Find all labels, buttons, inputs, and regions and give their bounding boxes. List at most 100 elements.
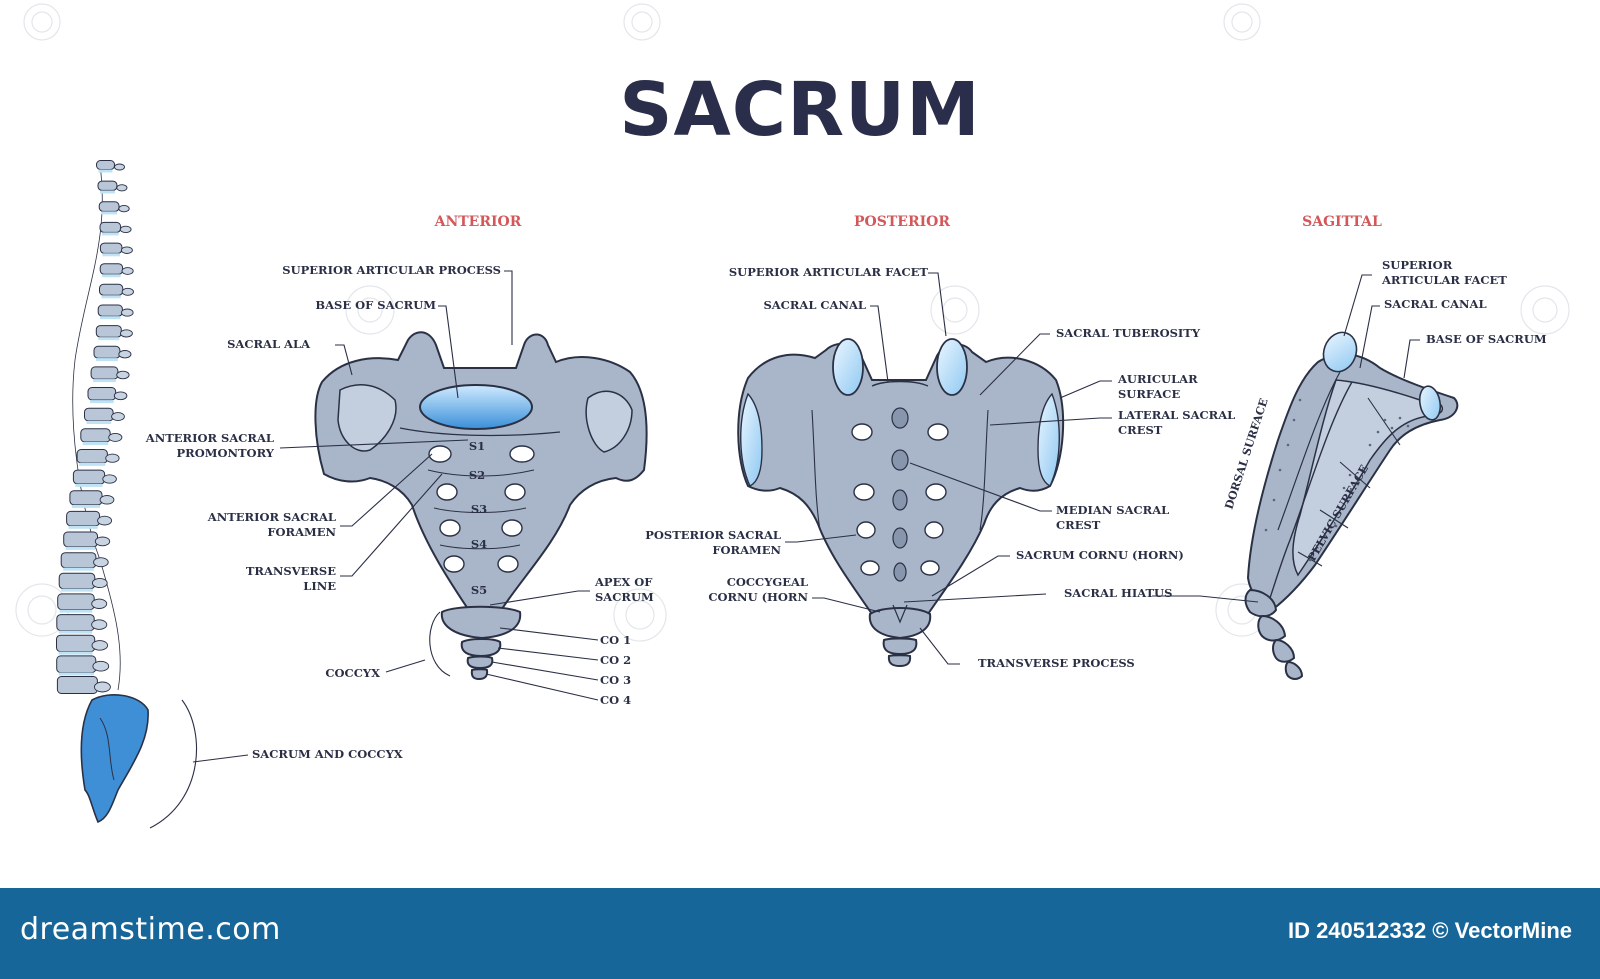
spinous-process <box>91 619 108 630</box>
intervertebral-disc <box>82 442 109 445</box>
intervertebral-disc <box>90 400 114 404</box>
intervertebral-disc <box>58 651 93 655</box>
intervertebral-disc <box>63 567 94 571</box>
sagittal-view: SUPERIOR ARTICULAR FACET SACRAL CANAL BA… <box>1152 258 1547 680</box>
intervertebral-disc <box>102 274 121 278</box>
sacrum-highlight <box>80 694 149 824</box>
vertebra <box>56 634 96 653</box>
view-label-anterior: ANTERIOR <box>434 214 522 230</box>
intervertebral-disc <box>102 232 119 236</box>
vertebra <box>72 469 106 485</box>
label-anterior-sacral-promontory-2: PROMONTORY <box>177 446 275 460</box>
intervertebral-disc <box>101 295 121 299</box>
spinous-process <box>118 204 130 213</box>
intervertebral-disc <box>61 588 93 592</box>
vertebra <box>80 428 111 443</box>
label-sacral-tuberosity: SACRAL TUBEROSITY <box>1056 326 1201 340</box>
intervertebral-disc <box>100 190 115 194</box>
label-coccyx: COCCYX <box>325 666 380 680</box>
label-coccygeal-cornu-1: COCCYGEAL <box>727 575 808 589</box>
view-label-posterior: POSTERIOR <box>854 214 950 230</box>
vertebra <box>58 572 96 590</box>
vertebra <box>99 242 123 254</box>
label-s2: S2 <box>469 468 485 482</box>
vertebra <box>97 304 123 317</box>
label-sagittal-base-of-sacrum: BASE OF SACRUM <box>1426 332 1547 346</box>
vertebra <box>57 593 95 611</box>
vertebrae-stack <box>56 160 134 694</box>
spinous-process <box>91 640 109 651</box>
spinous-process <box>120 246 133 254</box>
label-base-of-sacrum: BASE OF SACRUM <box>315 298 436 312</box>
label-apex-of-sacrum-2: SACRUM <box>595 590 654 604</box>
spinous-process <box>113 391 128 401</box>
label-sacral-canal: SACRAL CANAL <box>763 298 866 312</box>
spinous-process <box>111 412 125 422</box>
label-sagittal-superior-facet-2: ARTICULAR FACET <box>1381 273 1507 287</box>
label-s5: S5 <box>471 583 487 597</box>
spinous-process <box>121 308 134 317</box>
posterior-view: SUPERIOR ARTICULAR FACET SACRAL CANAL SA… <box>645 265 1235 670</box>
vertebra <box>96 160 115 170</box>
label-anterior-sacral-foramen-2: FORAMEN <box>267 525 336 539</box>
intervertebral-disc <box>93 379 116 383</box>
posterior-sacrum-bone <box>737 342 1065 615</box>
label-transverse-line-1: TRANSVERSE <box>246 564 336 578</box>
label-coccygeal-cornu-2: CORNU (HORN <box>708 590 808 604</box>
label-auricular-surface-2: SURFACE <box>1118 387 1180 401</box>
label-lateral-sacral-crest-1: LATERAL SACRAL <box>1118 408 1235 422</box>
intervertebral-disc <box>86 421 112 424</box>
spinous-process <box>118 350 132 359</box>
intervertebral-disc <box>98 169 113 173</box>
page-title: SACRUM <box>619 67 981 153</box>
vertebra <box>87 387 117 401</box>
vertebra <box>76 449 108 464</box>
image-credit: ID 240512332 © VectorMine <box>1287 918 1572 943</box>
spinous-process <box>91 577 108 589</box>
vertebra <box>56 614 95 632</box>
view-label-sagittal: SAGITTAL <box>1302 214 1382 230</box>
label-co2: CO 2 <box>600 653 631 667</box>
vertebra <box>60 552 97 569</box>
label-s4: S4 <box>471 537 487 551</box>
label-median-sacral-crest-1: MEDIAN SACRAL <box>1056 503 1169 517</box>
vertebra <box>84 407 114 422</box>
label-sacrum-and-coccyx: SACRUM AND COCCYX <box>252 747 403 761</box>
vertebra <box>56 655 97 674</box>
vertebra <box>90 366 119 380</box>
label-auricular-surface-1: AURICULAR <box>1117 372 1198 386</box>
label-superior-articular-facet: SUPERIOR ARTICULAR FACET <box>729 265 929 279</box>
label-posterior-sacral-foramen-1: POSTERIOR SACRAL <box>645 528 781 542</box>
spinous-process <box>91 598 108 609</box>
spinous-process <box>93 557 109 568</box>
spinous-process <box>94 536 111 547</box>
vertebra <box>99 283 124 296</box>
brand-logo[interactable]: dreamstime.com <box>20 912 281 947</box>
intervertebral-disc <box>59 609 93 613</box>
label-sacral-ala: SACRAL ALA <box>227 337 311 351</box>
intervertebral-disc <box>68 525 98 529</box>
spinous-process <box>108 432 123 442</box>
spinous-process <box>102 474 117 484</box>
vertebra <box>66 510 101 527</box>
spinous-process <box>121 287 134 296</box>
sacrum-diagram: SACRUM ANTERIOR POSTERIOR SAGITTAL SACRU… <box>15 3 1570 829</box>
vertebra <box>93 345 121 359</box>
label-co3: CO 3 <box>600 673 631 687</box>
spinous-process <box>114 163 125 171</box>
intervertebral-disc <box>98 337 120 341</box>
label-co1: CO 1 <box>600 633 631 647</box>
intervertebral-disc <box>79 462 106 466</box>
label-lateral-sacral-crest-2: CREST <box>1118 423 1163 437</box>
label-co4: CO 4 <box>600 693 631 707</box>
intervertebral-disc <box>58 672 94 676</box>
intervertebral-disc <box>65 546 96 550</box>
vertebra <box>63 531 98 548</box>
intervertebral-disc <box>100 316 121 320</box>
spinous-process <box>105 453 120 463</box>
label-anterior-sacral-foramen-1: ANTERIOR SACRAL <box>207 510 336 524</box>
spine-illustration: SACRUM AND COCCYX <box>56 160 403 829</box>
vertebra <box>97 180 118 191</box>
spinous-process <box>116 184 128 192</box>
